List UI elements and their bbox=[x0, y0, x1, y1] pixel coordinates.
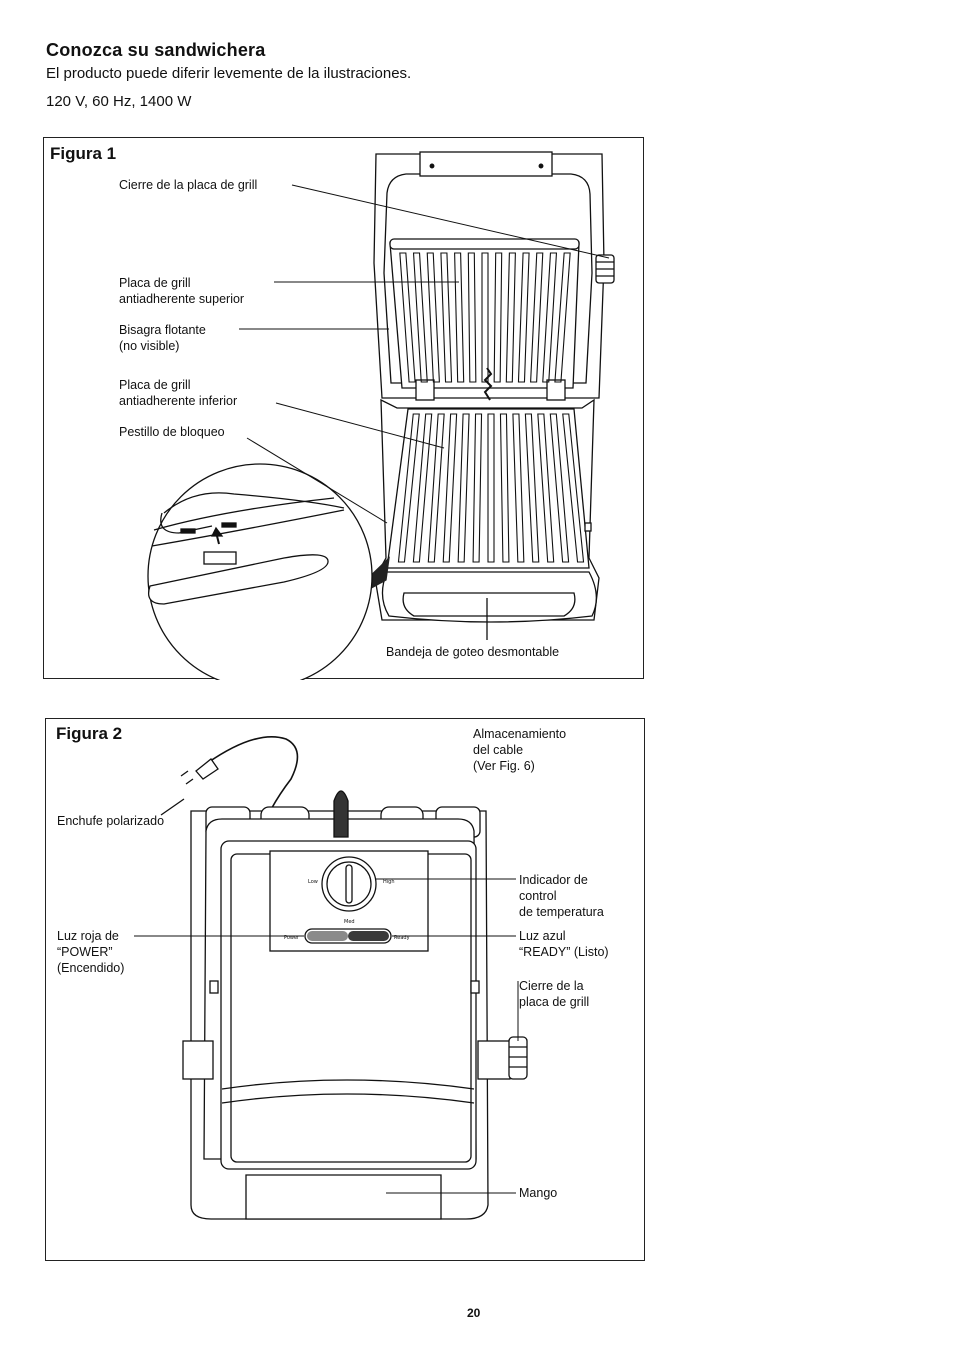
label-ready-light: Luz azul “READY” (Listo) bbox=[519, 929, 609, 959]
page-subtitle: El producto puede diferir levemente de l… bbox=[46, 65, 412, 82]
grill-rib bbox=[440, 252, 453, 383]
figure-1-panel: Figura 1 bbox=[43, 137, 644, 680]
grill-rib bbox=[454, 252, 465, 383]
electrical-rating: 120 V, 60 Hz, 1400 W bbox=[46, 93, 192, 110]
label-plug: Enchufe polarizado bbox=[57, 814, 165, 828]
label-floating-hinge: Bisagra flotante (no visible) bbox=[119, 323, 206, 353]
power-light-text: Power bbox=[284, 935, 300, 941]
grill-rib bbox=[499, 413, 510, 563]
label-drip-tray: Bandeja de goteo desmontable bbox=[386, 645, 560, 659]
grill-rib bbox=[549, 413, 570, 563]
dial-med-text: Med bbox=[344, 919, 355, 925]
label-cover-lock-2: Cierre de la placa de grill bbox=[519, 979, 590, 1009]
page-title: Conozca su sandwichera bbox=[46, 40, 266, 60]
figure-2-title: Figura 2 bbox=[56, 724, 123, 743]
grill-rib bbox=[542, 252, 558, 383]
grill-rib bbox=[554, 252, 571, 383]
grill-rib bbox=[530, 252, 544, 383]
grill-rib bbox=[427, 413, 445, 563]
grill-rib bbox=[537, 413, 555, 563]
label-cover-lock: Cierre de la placa de grill bbox=[119, 178, 258, 192]
figure-1-title: Figura 1 bbox=[50, 144, 117, 163]
label-upper-plate: Placa de grill antiadherente superior bbox=[119, 276, 245, 306]
grill-rib bbox=[481, 252, 489, 383]
grill-rib bbox=[472, 413, 483, 563]
grill-rib bbox=[412, 252, 428, 383]
label-latch: Pestillo de bloqueo bbox=[119, 425, 225, 439]
grill-rib bbox=[512, 413, 525, 563]
label-power-light: Luz roja de “POWER” (Encendido) bbox=[57, 929, 125, 975]
grill-rib bbox=[505, 252, 516, 383]
label-lower-plate: Placa de grill antiadherente inferior bbox=[119, 378, 238, 408]
ready-light-text: Ready bbox=[394, 935, 410, 941]
grill-rib bbox=[442, 413, 458, 563]
label-cord-storage: Almacenamiento del cable (Ver Fig. 6) bbox=[473, 727, 567, 773]
grill-rib bbox=[467, 252, 477, 383]
dial-low-text: Low bbox=[308, 879, 318, 885]
grill-rib bbox=[426, 252, 440, 383]
sandwich-maker-open-illustration bbox=[147, 151, 615, 680]
page-number: 20 bbox=[467, 1306, 481, 1320]
grill-rib bbox=[487, 413, 495, 563]
sandwich-maker-closed-illustration: Low High Med Power Ready bbox=[134, 736, 528, 1220]
grill-rib bbox=[517, 252, 530, 383]
label-temp-control: Indicador de control de temperatura bbox=[519, 873, 604, 919]
grill-rib bbox=[399, 252, 416, 383]
grill-rib bbox=[493, 252, 503, 383]
grill-rib bbox=[457, 413, 470, 563]
dial-high-text: High bbox=[383, 879, 395, 885]
grill-rib bbox=[562, 413, 585, 563]
grill-rib bbox=[397, 413, 420, 563]
figure-2-panel: Figura 2 bbox=[45, 718, 645, 1261]
label-handle: Mango bbox=[519, 1186, 558, 1200]
grill-rib bbox=[412, 413, 433, 563]
grill-rib bbox=[524, 413, 540, 563]
